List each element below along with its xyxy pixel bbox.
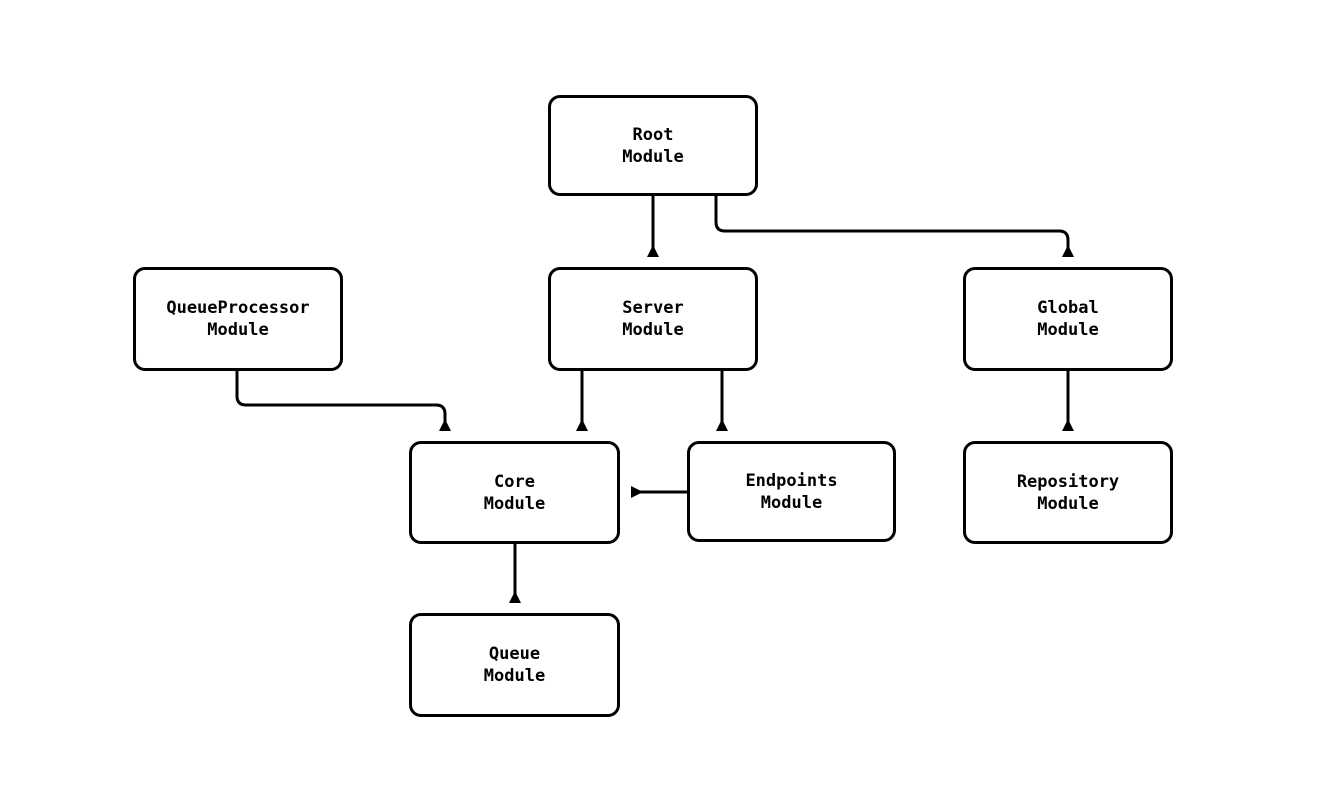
node-label: Core Module	[483, 471, 546, 514]
node-label: Repository Module	[1016, 471, 1120, 514]
node-label: Global Module	[1037, 298, 1099, 340]
node-global-module[interactable]: Global Module	[963, 267, 1173, 371]
node-label: QueueProcessor Module	[166, 298, 310, 340]
node-root-module[interactable]: Root Module	[548, 95, 758, 196]
node-server-module[interactable]: Server Module	[548, 267, 758, 371]
node-queueprocessor-module[interactable]: QueueProcessor Module	[133, 267, 343, 371]
node-core-module[interactable]: Core Module	[409, 441, 620, 544]
node-label: Root Module	[622, 124, 684, 167]
edge-root-global	[714, 196, 1074, 257]
node-label: Endpoints Module	[745, 470, 838, 513]
node-label: Queue Module	[483, 644, 546, 686]
edge-queueprocessor-core	[235, 371, 451, 431]
node-queue-module[interactable]: Queue Module	[409, 613, 620, 717]
node-repository-module[interactable]: Repository Module	[963, 441, 1173, 544]
node-label: Server Module	[622, 298, 684, 340]
node-endpoints-module[interactable]: Endpoints Module	[687, 441, 896, 542]
